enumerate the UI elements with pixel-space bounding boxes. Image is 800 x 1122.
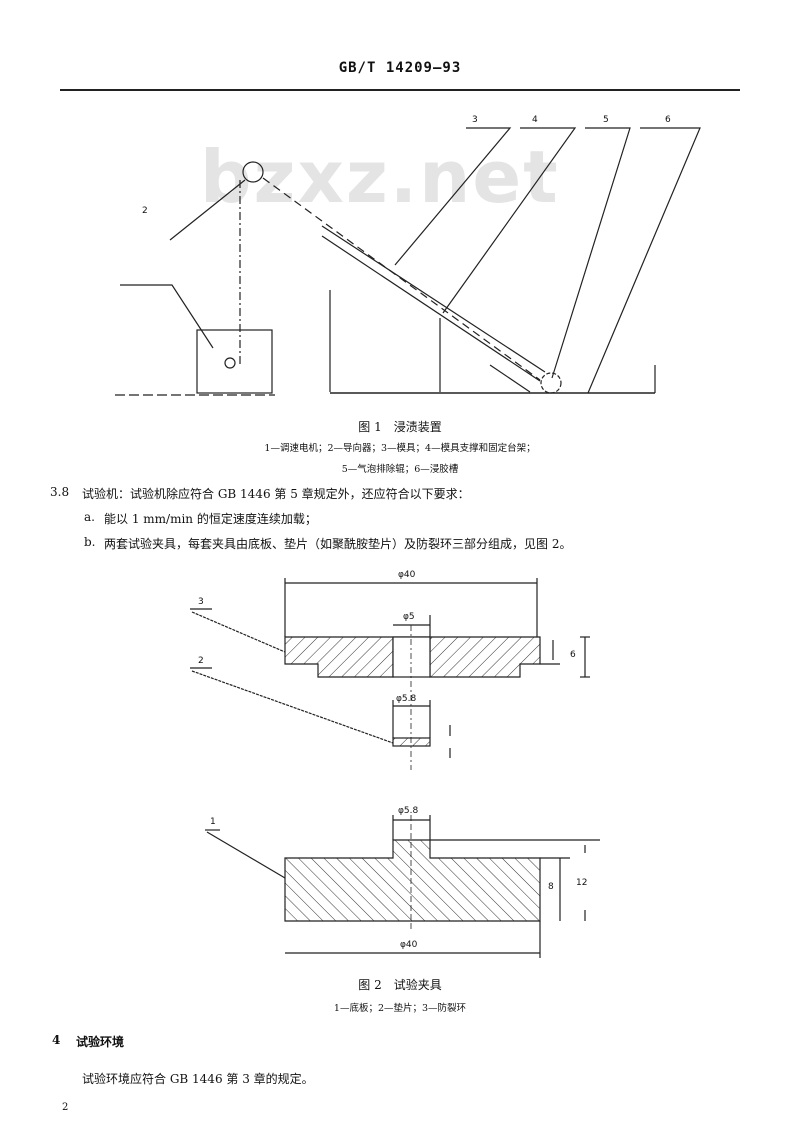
watermark: bzxz.net bbox=[200, 135, 560, 219]
figure2-legend: 1—底板；2—垫片；3—防裂环 bbox=[333, 1003, 467, 1014]
fig1-label-3: 3 bbox=[472, 115, 478, 125]
section-3-8-text: 试验机：试验机除应符合 GB 1446 第 5 章规定外，还应符合以下要求： bbox=[82, 487, 470, 501]
dim-total-height: 12 bbox=[576, 878, 588, 888]
figure1-caption: 图 1 浸渍装置 bbox=[358, 420, 442, 434]
gasket bbox=[392, 737, 431, 747]
item-b-text: 两套试验夹具，每套夹具由底板、垫片（如聚酰胺垫片）及防裂环三部分组成，见图 2。 bbox=[104, 537, 572, 551]
section-3-8-number: 3.8 bbox=[50, 485, 70, 499]
item-a-marker: a. bbox=[84, 510, 95, 524]
item-b-marker: b. bbox=[84, 535, 96, 549]
item-a-text: 能以 1 mm/min 的恒定速度连续加载； bbox=[104, 512, 317, 526]
dim-boss: φ5.8 bbox=[398, 806, 419, 816]
fig1-label-6: 6 bbox=[665, 115, 671, 125]
figure2-diagram bbox=[190, 578, 600, 958]
dim-base-dia: φ40 bbox=[400, 940, 418, 950]
fig2-label-1: 1 bbox=[210, 817, 216, 827]
fig1-label-2: 2 bbox=[142, 206, 148, 216]
bubble-roller bbox=[540, 372, 562, 394]
fig1-label-4: 4 bbox=[532, 115, 538, 125]
header-rule bbox=[60, 89, 740, 91]
base-plate bbox=[284, 839, 541, 922]
dim-ring-height: 6 bbox=[570, 650, 576, 660]
section-4-number: 4 bbox=[52, 1033, 61, 1047]
page-header: GB/T 14209—93 bbox=[338, 60, 462, 76]
fig1-label-5: 5 bbox=[603, 115, 609, 125]
dim-gasket: φ5.8 bbox=[396, 694, 417, 704]
fig2-label-3: 3 bbox=[198, 597, 204, 607]
figure1-diagram bbox=[115, 127, 701, 396]
dim-ring-outer: φ40 bbox=[398, 570, 416, 580]
page-number: 2 bbox=[62, 1102, 69, 1113]
fig2-label-2: 2 bbox=[198, 656, 204, 666]
figure1-legend-2: 5—气泡排除辊；6—浸胶槽 bbox=[341, 464, 459, 475]
guide-pulley bbox=[242, 161, 264, 183]
section-4-text: 试验环境应符合 GB 1446 第 3 章的规定。 bbox=[82, 1072, 314, 1086]
dim-base-height: 8 bbox=[548, 882, 554, 892]
figure1-legend-1: 1—调速电机；2—导向器；3—模具；4—模具支撑和固定台架； bbox=[264, 443, 536, 454]
motor-box bbox=[196, 329, 273, 394]
section-4-title: 试验环境 bbox=[76, 1035, 125, 1049]
figure2-caption: 图 2 试验夹具 bbox=[358, 978, 442, 992]
dim-ring-hole: φ5 bbox=[403, 612, 415, 622]
